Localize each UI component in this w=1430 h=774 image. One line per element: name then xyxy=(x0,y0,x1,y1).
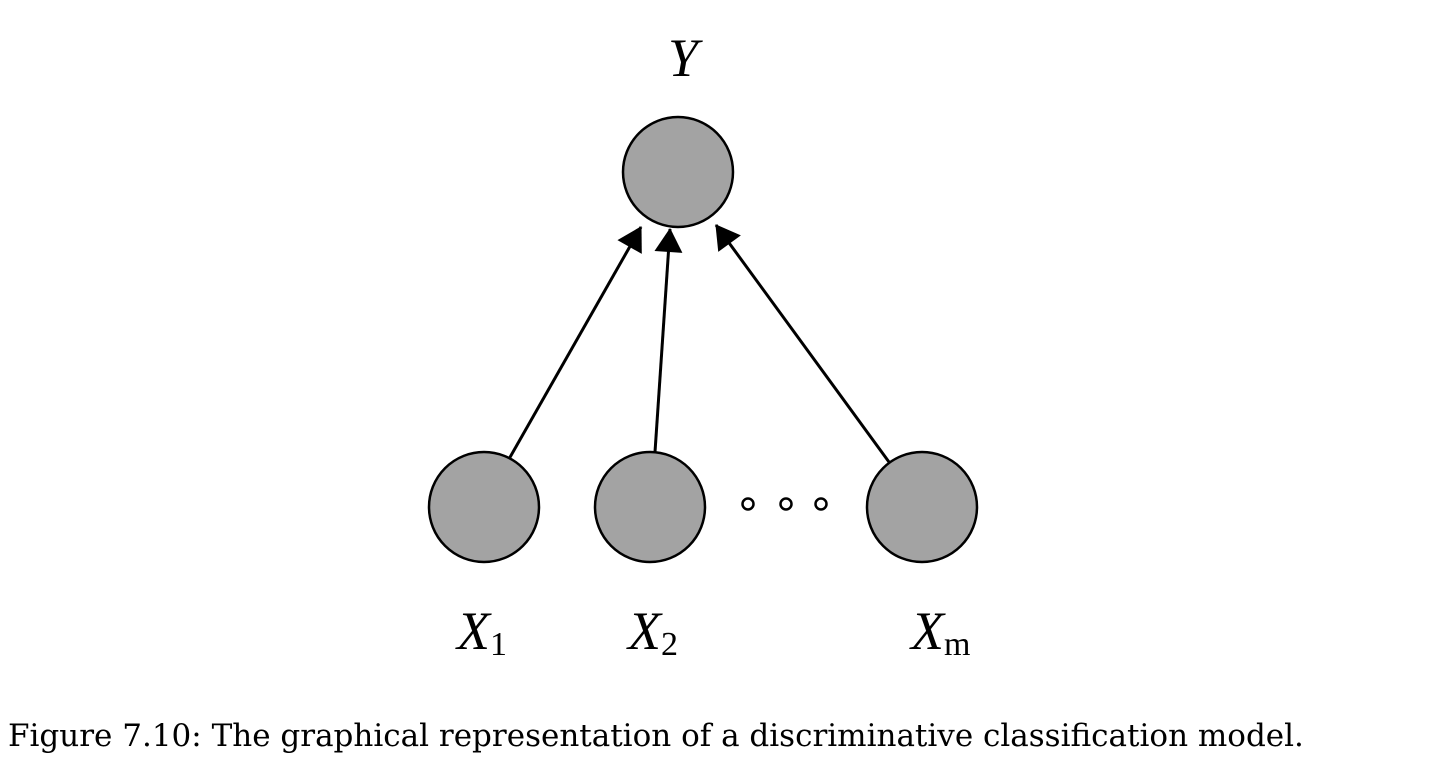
label-x1: X1 xyxy=(455,601,507,663)
label-y: Y xyxy=(668,28,703,88)
label-x2: X2 xyxy=(626,601,678,663)
edge-x1-to-y xyxy=(507,226,643,460)
node-xm xyxy=(865,450,979,564)
edge-x2-to-y xyxy=(653,228,683,453)
label-xm: Xm xyxy=(909,601,970,663)
node-y xyxy=(621,115,735,229)
graphical-model-diagram: Y X1 X2 Xm xyxy=(427,28,979,663)
node-x1 xyxy=(427,450,541,564)
ellipsis-icon xyxy=(741,497,828,511)
node-x2 xyxy=(593,450,707,564)
edge-xm-to-y xyxy=(714,224,891,463)
figure-caption: Figure 7.10: The graphical representatio… xyxy=(8,718,1304,754)
